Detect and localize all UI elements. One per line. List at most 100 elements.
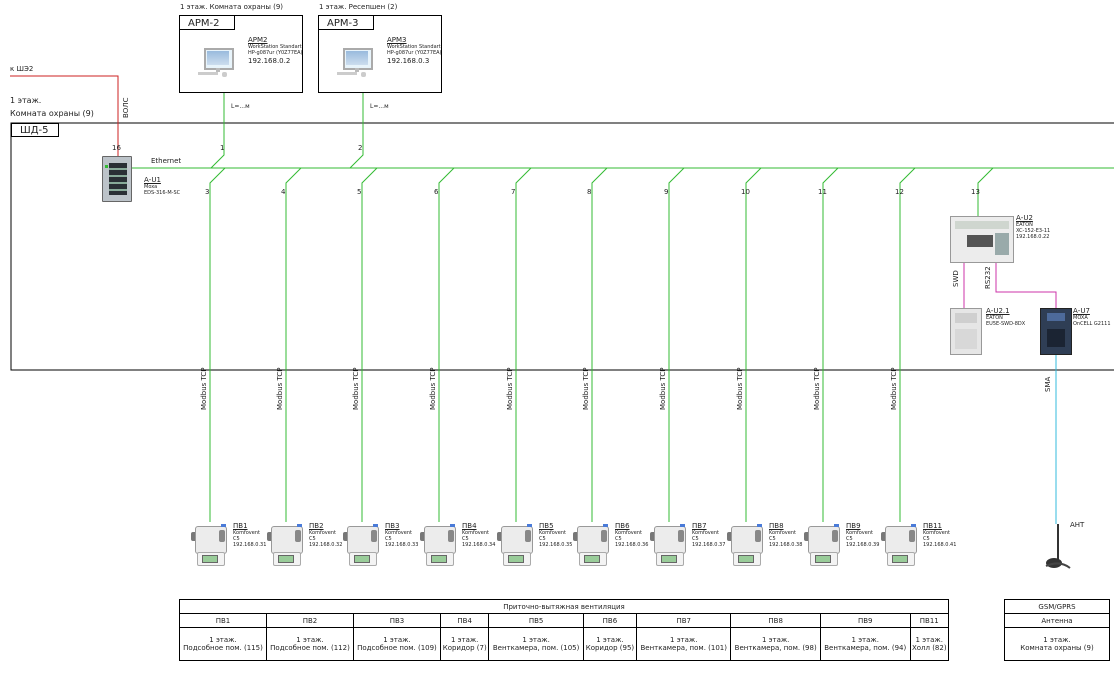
unit-v1: Komfovent: [385, 530, 412, 536]
modbus-label: Modbus TCP: [890, 367, 898, 411]
ventilation-unit-name-cell: ПВ7: [636, 613, 732, 628]
ventilation-unit-name-cell: ПВ11: [909, 613, 949, 628]
ethernet-bus-label: Ethernet: [151, 157, 182, 165]
modbus-label: Modbus TCP: [200, 367, 208, 411]
unit-room: Венткамера, пом. (105): [492, 644, 580, 652]
unit-v1: Komfovent: [846, 530, 873, 536]
ventilation-unit-name-cell: ПВ5: [488, 613, 584, 628]
unit-v2: C5: [615, 536, 622, 542]
unit-ip: 192.168.0.38: [769, 542, 803, 548]
unit-floor: 1 этаж.: [670, 636, 698, 644]
unit-ip: 192.168.0.34: [462, 542, 496, 548]
controller-model: XC-152-E3-11: [1016, 228, 1051, 234]
unit-ip: 192.168.0.37: [692, 542, 726, 548]
unit-ip: 192.168.0.35: [539, 542, 573, 548]
gsm-table: GSM/GPRS Антенна 1 этаж.Комната охраны (…: [1004, 599, 1110, 661]
swd-link-label: SWD: [952, 270, 960, 287]
ventilation-unit-room-cell: 1 этаж.Венткамера, пом. (98): [730, 627, 821, 661]
air-handling-unit-icon: [420, 524, 456, 566]
unit-name: ПВ6: [615, 522, 630, 530]
gsm-floor: 1 этаж.: [1043, 636, 1071, 644]
unit-room: Коридор (95): [585, 644, 635, 652]
modem-icon: [1040, 308, 1072, 355]
unit-ip: 192.168.0.41: [923, 542, 957, 548]
controller-ip: 192.168.0.22: [1016, 234, 1050, 240]
unit-room: Венткамера, пом. (98): [734, 644, 817, 652]
modbus-label: Modbus TCP: [582, 367, 590, 411]
ventilation-unit-room-cell: 1 этаж.Венткамера, пом. (101): [636, 627, 732, 661]
ventilation-unit-name-cell: ПВ4: [439, 613, 490, 628]
modbus-label: Modbus TCP: [506, 367, 514, 411]
ws1-tag: АРМ-2: [179, 15, 235, 30]
air-handling-unit-icon: [650, 524, 686, 566]
unit-name: ПВ7: [692, 522, 707, 530]
fiber-cable: [10, 75, 119, 156]
ventilation-unit-name-cell: ПВ3: [352, 613, 441, 628]
ws2-frame: [318, 15, 442, 93]
sma-cable-label: SMA: [1044, 376, 1052, 392]
unit-room: Венткамера, пом. (94): [824, 644, 907, 652]
ws1-port: 1: [220, 144, 225, 152]
ws1-room: 1 этаж. Комната охраны (9): [180, 3, 284, 11]
unit-v1: Komfovent: [539, 530, 566, 536]
gsm-room: Комната охраны (9): [1020, 644, 1094, 652]
unit-port-number: 5: [357, 188, 362, 196]
unit-name: ПВ1: [233, 522, 248, 530]
modem-label: А-U7 MOXA OnCELL G2111: [1073, 307, 1111, 327]
unit-floor: 1 этаж.: [209, 636, 237, 644]
unit-floor: 1 этаж.: [915, 636, 943, 644]
unit-port-number: 4: [281, 188, 286, 196]
unit-name: ПВ4: [462, 522, 477, 530]
unit-floor: 1 этаж.: [522, 636, 550, 644]
modem-vendor: MOXA: [1073, 315, 1088, 321]
modem-model: OnCELL G2111: [1073, 321, 1111, 327]
unit-floor: 1 этаж.: [450, 636, 479, 644]
ws2-model1: WorkStation Standart: [387, 44, 441, 50]
air-handling-unit-icon: [727, 524, 763, 566]
unit-port-number: 9: [664, 188, 669, 196]
unit-v2: C5: [846, 536, 853, 542]
unit-v1: Komfovent: [233, 530, 260, 536]
ventilation-unit-name-cell: ПВ1: [179, 613, 267, 628]
air-handling-unit-icon: [267, 524, 303, 566]
unit-drop-line: [438, 167, 455, 522]
unit-drop-line: [209, 167, 226, 522]
unit-floor: 1 этаж.: [851, 636, 879, 644]
controller-name: А-U2: [1016, 214, 1033, 222]
unit-port-number: 7: [511, 188, 516, 196]
unit-v1: Komfovent: [923, 530, 950, 536]
unit-drop-line: [822, 167, 839, 522]
air-handling-unit-icon: [497, 524, 533, 566]
switch-port: 16: [112, 144, 121, 152]
unit-v1: Komfovent: [615, 530, 642, 536]
ventilation-unit-name-cell: ПВ6: [582, 613, 638, 628]
ws1-link: L=...м: [231, 103, 250, 110]
unit-room: Подсобное пом. (109): [357, 644, 437, 652]
unit-v2: C5: [539, 536, 546, 542]
ventilation-unit-name-cell: ПВ9: [819, 613, 911, 628]
modbus-label: Modbus TCP: [659, 367, 667, 411]
cabinet-frame: [10, 122, 1114, 371]
ws2-name: АРМ3: [387, 36, 407, 44]
ws2-drop: [349, 93, 364, 169]
antenna-icon: [1045, 524, 1071, 569]
unit-ip: 192.168.0.33: [385, 542, 419, 548]
unit-v1: Komfovent: [309, 530, 336, 536]
controller-vendor: EATON: [1016, 222, 1033, 228]
ws2-link: L=...м: [370, 103, 389, 110]
unit-name: ПВ9: [846, 522, 861, 530]
swd-module-name: А-U2.1: [986, 307, 1010, 315]
ventilation-unit-room-cell: 1 этаж.Подсобное пом. (115): [179, 627, 267, 661]
ws2-label: АРМ3 WorkStation Standart HP-g087ur (Y0Z…: [387, 36, 442, 66]
cabinet-tag: ШД-5: [11, 123, 59, 137]
switch-vendor: Moxa: [144, 184, 158, 190]
ws1-ip: 192.168.0.2: [248, 57, 291, 65]
plc-icon: [950, 216, 1014, 263]
